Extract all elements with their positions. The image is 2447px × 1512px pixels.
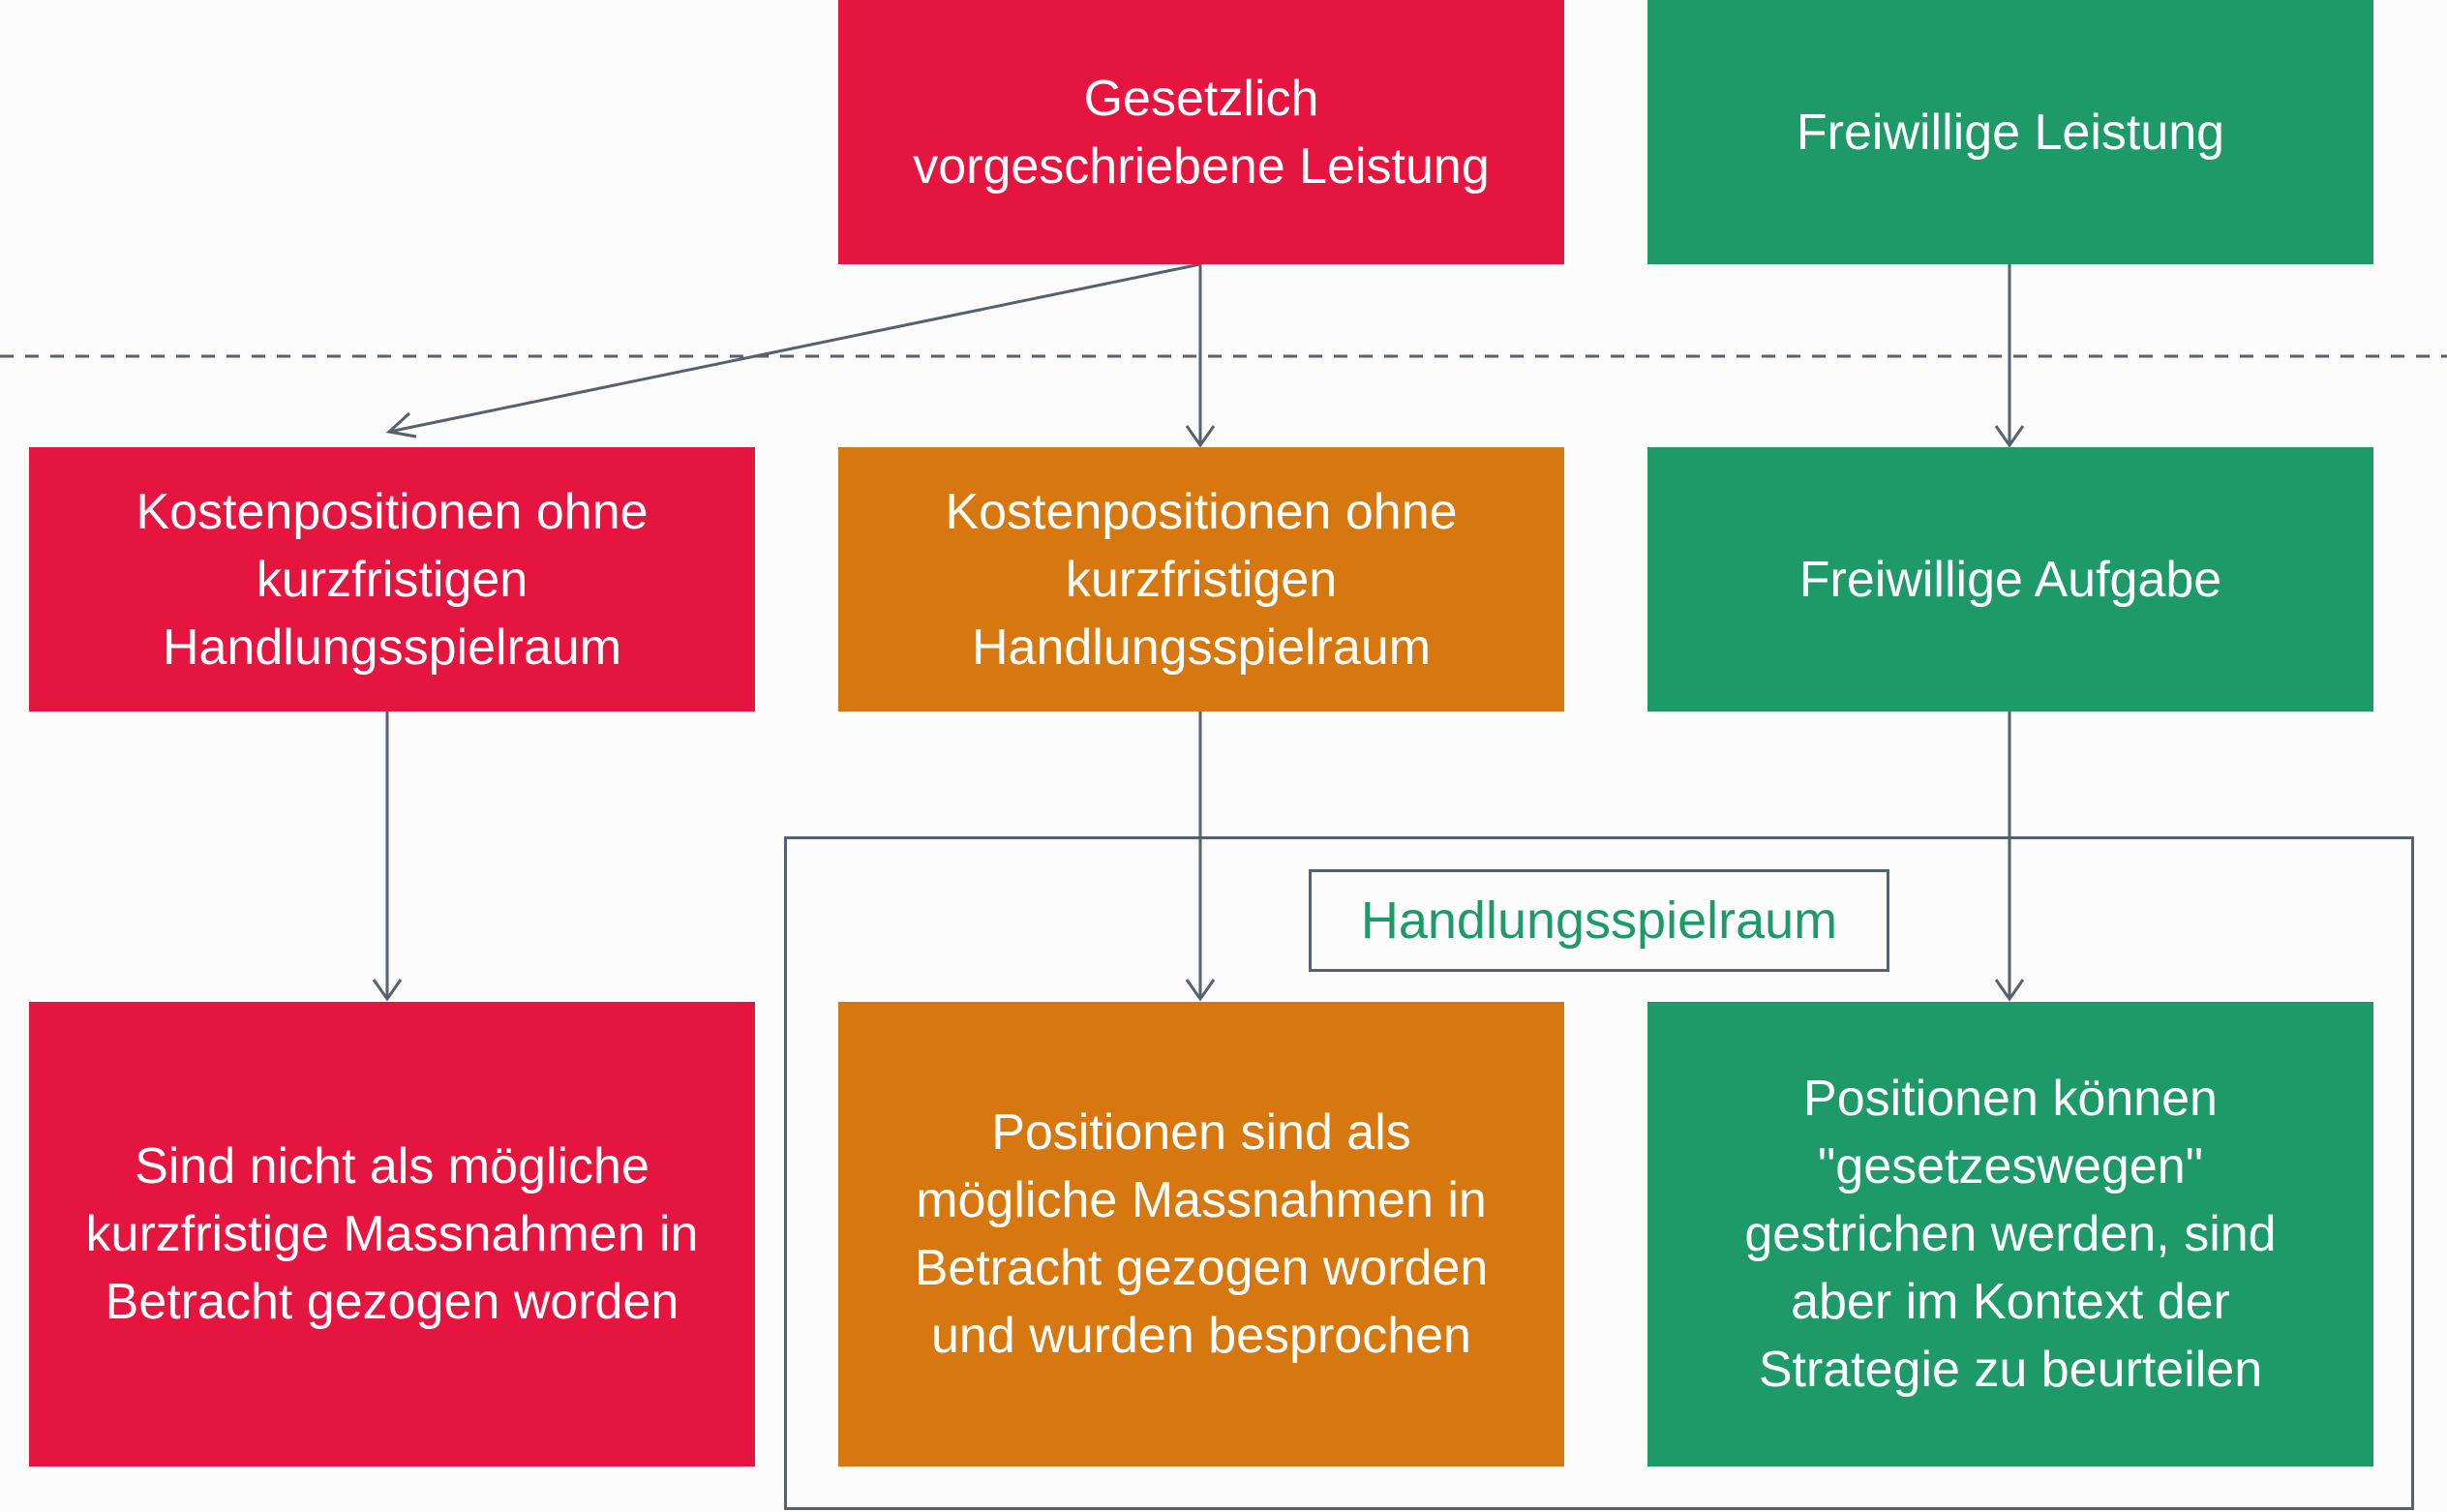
box-can-be-cut-label: Positionen können "gesetzeswegen" gestri…	[1744, 1071, 2277, 1398]
box-considered-discussed: Positionen sind als mögliche Massnahmen …	[838, 1002, 1564, 1467]
handlungsspielraum-group-frame	[784, 836, 2414, 1510]
box-considered-discussed-label: Positionen sind als mögliche Massnahmen …	[914, 1104, 1489, 1364]
arrowhead-voluntary-to-green	[1994, 425, 2025, 448]
box-can-be-cut: Positionen können "gesetzeswegen" gestri…	[1647, 1002, 2373, 1467]
box-voluntary-service: Freiwillige Leistung	[1647, 0, 2373, 264]
box-mandatory-service-label: Gesetzlich vorgeschriebene Leistung	[913, 70, 1490, 195]
handlungsspielraum-label: Handlungsspielraum	[1309, 869, 1889, 972]
arrowhead-orange-middle-to-bottom	[1185, 979, 1216, 1002]
box-cost-positions-orange-label: Kostenpositionen ohne kurzfristigen Hand…	[945, 483, 1458, 676]
arrowhead-red-middle-to-bottom	[372, 979, 403, 1002]
box-voluntary-task: Freiwillige Aufgabe	[1647, 447, 2373, 711]
box-not-considered-label: Sind nicht als mögliche kurzfristige Mas…	[85, 1138, 699, 1330]
box-cost-positions-red: Kostenpositionen ohne kurzfristigen Hand…	[29, 447, 755, 711]
arrowhead-mandatory-to-orange	[1185, 425, 1216, 448]
box-cost-positions-orange: Kostenpositionen ohne kurzfristigen Hand…	[838, 447, 1564, 711]
box-voluntary-task-label: Freiwillige Aufgabe	[1798, 551, 2222, 608]
arrowhead-green-middle-to-bottom	[1994, 979, 2025, 1002]
handlungsspielraum-label-text: Handlungsspielraum	[1360, 892, 1838, 950]
box-cost-positions-red-label: Kostenpositionen ohne kurzfristigen Hand…	[136, 483, 649, 676]
box-voluntary-service-label: Freiwillige Leistung	[1796, 104, 2225, 161]
arrowhead-mandatory-to-red	[385, 411, 417, 438]
arrow-mandatory-to-red	[388, 262, 1201, 434]
box-not-considered: Sind nicht als mögliche kurzfristige Mas…	[29, 1002, 755, 1467]
box-mandatory-service: Gesetzlich vorgeschriebene Leistung	[838, 0, 1564, 264]
